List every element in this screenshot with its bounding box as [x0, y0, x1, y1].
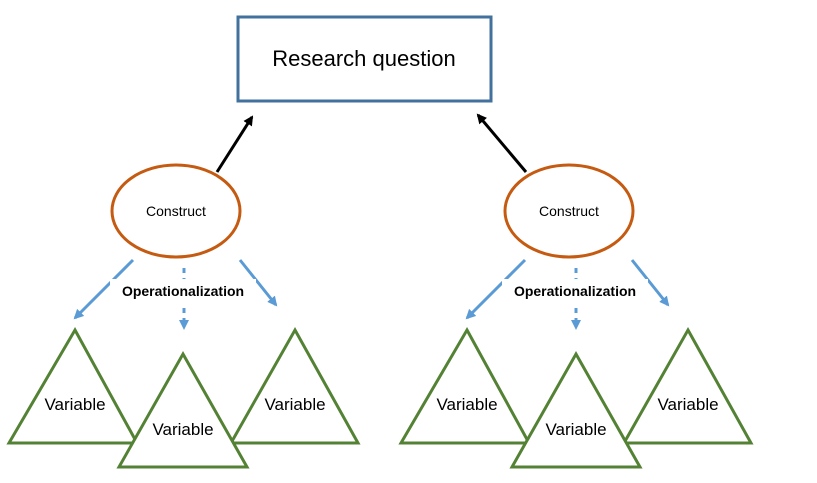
right-variable-triangle-1 — [398, 326, 532, 445]
right-construct-to-question-arrow — [476, 113, 528, 173]
left-op-label-bg — [110, 279, 256, 303]
left-variable-label-2: Variable — [152, 420, 213, 439]
research-question-border — [236, 15, 493, 103]
left-construct-ellipse — [110, 163, 242, 259]
right-construct-ellipse — [503, 163, 635, 259]
left-op-arrow-right — [238, 259, 278, 307]
research-question-box: Research question — [236, 15, 493, 103]
left-construct-group: Construct Operationalization Variable Va… — [6, 163, 361, 469]
right-construct-group: Construct Operationalization Variable Va… — [398, 163, 754, 469]
right-variable-label-2: Variable — [545, 420, 606, 439]
right-operationalization-label: Operationalization — [514, 283, 636, 299]
left-variable-triangle-1 — [6, 326, 140, 445]
left-variable-label-1: Variable — [44, 395, 105, 414]
right-construct-label: Construct — [539, 203, 599, 219]
right-variable-label-1: Variable — [436, 395, 497, 414]
left-variable-triangle-3 — [228, 326, 361, 445]
right-op-arrow-left — [465, 258, 527, 320]
left-op-arrow-left — [73, 258, 135, 320]
left-construct-to-question-arrow — [215, 115, 254, 173]
right-variable-label-3: Variable — [657, 395, 718, 414]
left-variable-label-3: Variable — [264, 395, 325, 414]
left-construct-label: Construct — [146, 203, 206, 219]
right-variable-triangle-3 — [621, 326, 754, 445]
research-question-label: Research question — [272, 46, 455, 71]
right-op-arrow-right — [630, 259, 670, 307]
right-variable-triangle-2 — [509, 350, 643, 469]
right-op-label-bg — [502, 279, 648, 303]
left-variable-triangle-2 — [116, 350, 250, 469]
left-operationalization-label: Operationalization — [122, 283, 244, 299]
